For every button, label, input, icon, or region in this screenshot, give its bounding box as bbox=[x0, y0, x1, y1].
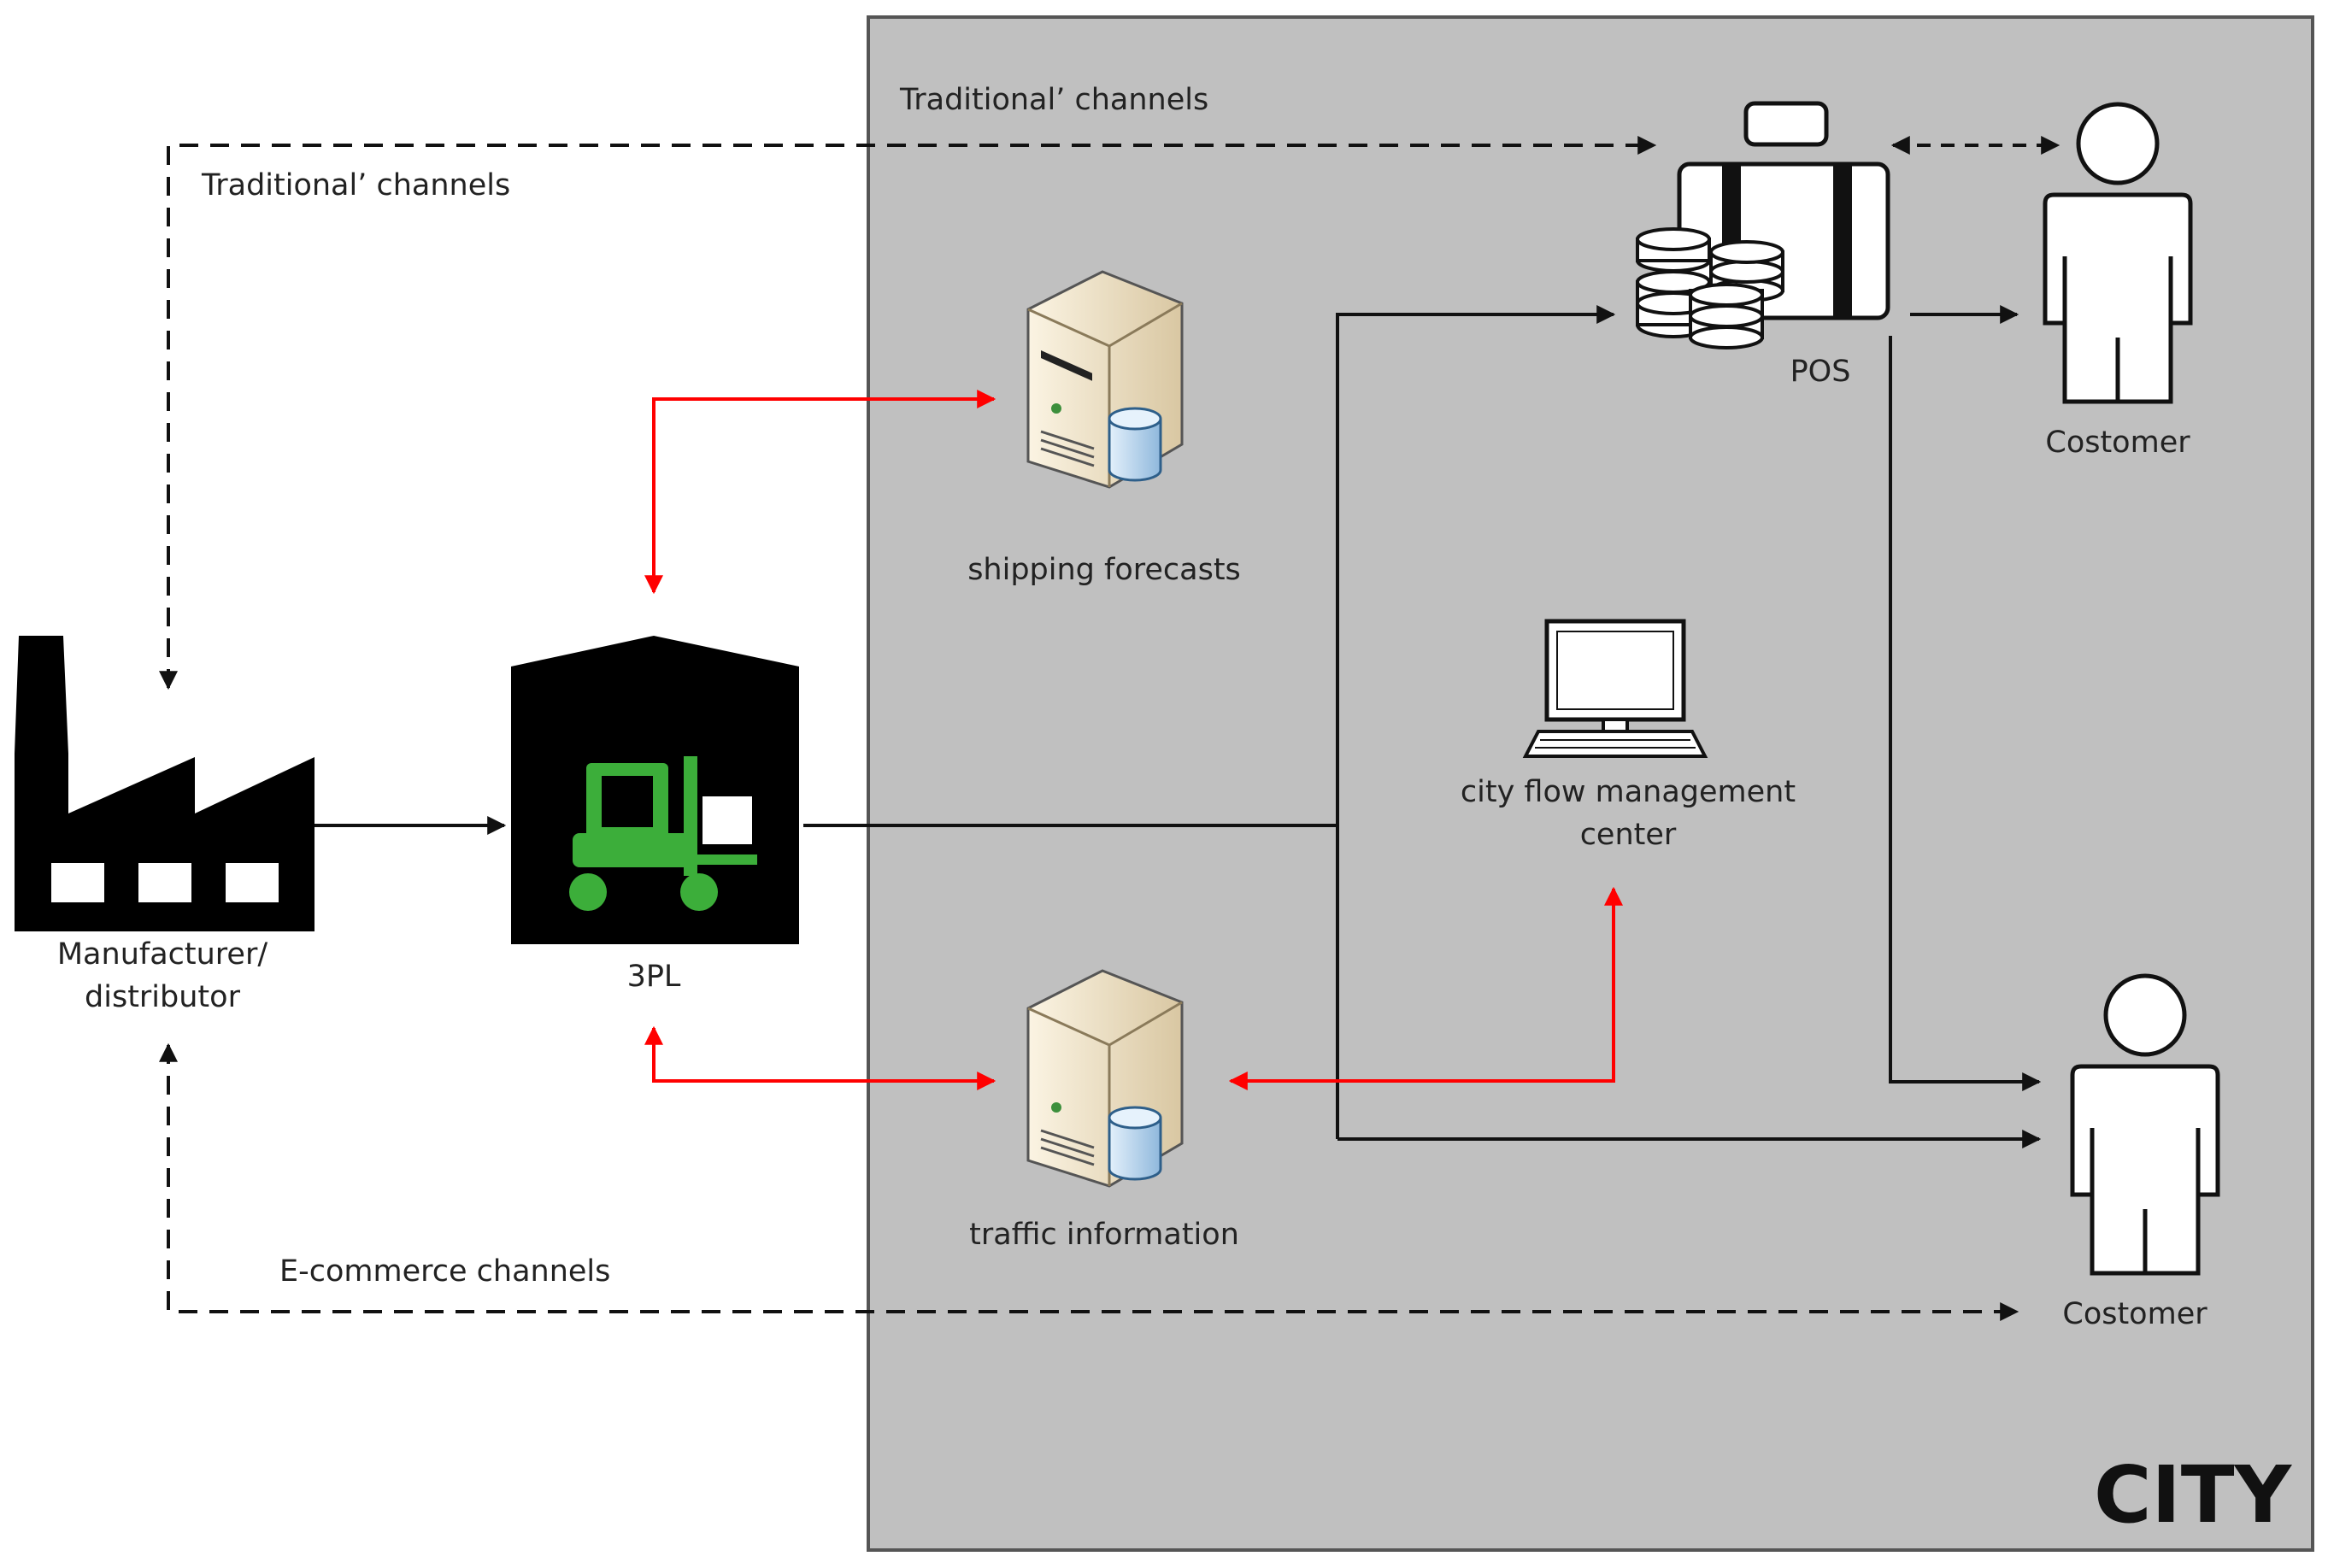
3pl-traffic-information-link bbox=[644, 1025, 996, 1090]
trunk-to-pos-arrow bbox=[1336, 305, 1616, 1139]
city-flow-label-line2: center bbox=[1579, 818, 1677, 852]
server-database-icon-traffic bbox=[1026, 969, 1184, 1188]
3pl-shipping-forecasts-link bbox=[644, 390, 996, 595]
customer-bottom-label: Costomer bbox=[2062, 1297, 2207, 1331]
shipping-forecasts-label: shipping forecasts bbox=[967, 553, 1241, 587]
factory-icon bbox=[15, 636, 315, 931]
computer-terminal-icon bbox=[1522, 619, 1708, 758]
traffic-city-flow-link bbox=[1228, 886, 1623, 1090]
pos-to-bottom-customer-arrow bbox=[1889, 336, 2042, 1091]
traditional-channels-label-top: Traditional’ channels bbox=[900, 83, 1209, 117]
3pl-label: 3PL bbox=[626, 960, 681, 994]
manufacturer-label-line2: distributor bbox=[85, 980, 240, 1014]
traffic-information-label: traffic information bbox=[969, 1218, 1239, 1252]
person-icon-bottom bbox=[2070, 973, 2220, 1276]
pos-label: POS bbox=[1790, 355, 1851, 389]
traditional-channels-label-left: Traditional’ channels bbox=[202, 168, 511, 203]
city-flow-label-line1: city flow management bbox=[1460, 775, 1796, 809]
server-database-icon-shipping bbox=[1026, 270, 1184, 489]
person-icon-top bbox=[2043, 102, 2193, 404]
ecommerce-channels-label: E-commerce channels bbox=[279, 1254, 611, 1289]
customer-top-label: Costomer bbox=[2045, 426, 2190, 460]
warehouse-forklift-icon bbox=[511, 636, 799, 944]
manufacturer-label-line1: Manufacturer/ bbox=[56, 937, 268, 972]
cash-register-coins-icon bbox=[1636, 101, 1890, 349]
city-label: CITY bbox=[2094, 1449, 2292, 1541]
